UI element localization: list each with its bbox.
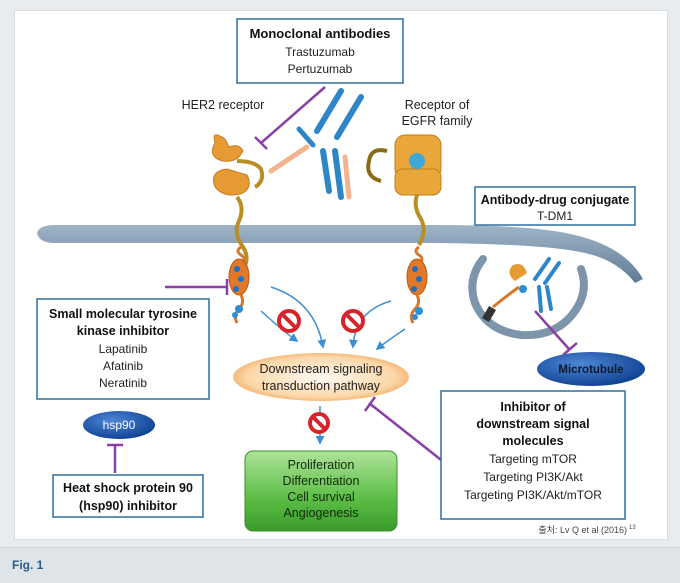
no-entry-icon (308, 412, 330, 434)
drug-lapatinib: Lapatinib (99, 342, 148, 356)
source-caption: 출처: Lv Q et al (2016) (538, 524, 627, 535)
target-pi3k-akt: Targeting PI3K/Akt (483, 470, 583, 484)
signal-dot (232, 312, 238, 318)
drug-neratinib: Neratinib (99, 376, 147, 390)
endosome-vesicle (468, 255, 588, 340)
egfr-label-line1: Receptor of (405, 98, 470, 112)
diagram-svg: Monoclonal antibodies Trastuzumab Pertuz… (36, 18, 645, 535)
tki-title-2: kinase inhibitor (77, 324, 170, 338)
no-entry-icon (341, 309, 365, 333)
no-entry-icon (277, 309, 301, 333)
pathway-label-1: Downstream signaling (260, 362, 383, 376)
hsp-inhibitor-title-2: (hsp90) inhibitor (79, 499, 177, 513)
inhibit-line-antibody (260, 86, 326, 144)
adc-box: Antibody-drug conjugate T-DM1 (474, 186, 636, 226)
inhibit-bar-downstream (363, 396, 377, 412)
signal-dot (412, 314, 418, 320)
signal-arrow-left-2 (270, 286, 327, 349)
figure-panel: Monoclonal antibodies Trastuzumab Pertuz… (14, 10, 668, 540)
hsp90-ellipse: hsp90 (83, 411, 155, 439)
drug-trastuzumab: Trastuzumab (285, 45, 355, 59)
target-mtor: Targeting mTOR (489, 452, 577, 466)
microtubule-label: Microtubule (558, 364, 623, 376)
hsp90-label: hsp90 (103, 418, 136, 432)
inhibit-bar-antibody (254, 136, 268, 150)
adc-internalized (482, 257, 561, 323)
hsp-inhibitor-title-1: Heat shock protein 90 (63, 481, 193, 495)
monoclonal-title: Monoclonal antibodies (250, 26, 391, 41)
hsp90-inhibitor-box: Heat shock protein 90 (hsp90) inhibitor (52, 474, 204, 518)
tki-box: Small molecular tyrosine kinase inhibito… (36, 298, 210, 400)
outcome-angiogenesis: Angiogenesis (283, 506, 358, 520)
drug-afatinib: Afatinib (103, 359, 143, 373)
drug-pertuzumab: Pertuzumab (288, 62, 353, 76)
egfr-receptor (366, 134, 442, 324)
pathway-label-2: transduction pathway (262, 379, 381, 393)
downstream-inhibitor-box: Inhibitor of downstream signal molecules… (440, 390, 626, 520)
inhibit-bar-adc (562, 342, 578, 356)
downstream-title-2: downstream signal (476, 417, 589, 431)
downstream-pathway: Downstream signaling transduction pathwa… (233, 353, 409, 401)
antibody-trastuzumab (268, 88, 364, 200)
signal-arrow-right-2 (375, 328, 406, 351)
her2-label: HER2 receptor (182, 98, 265, 112)
inhibit-line-downstream (368, 402, 446, 464)
adc-title: Antibody-drug conjugate (481, 193, 630, 207)
outcome-cell-survival: Cell survival (287, 490, 354, 504)
egfr-label-line2: EGFR family (402, 114, 474, 128)
tki-title-1: Small molecular tyrosine (49, 307, 197, 321)
her2-receptor (211, 134, 265, 324)
outcome-proliferation: Proliferation (288, 458, 355, 472)
target-pi3k-akt-mtor: Targeting PI3K/Akt/mTOR (464, 488, 602, 502)
downstream-title-1: Inhibitor of (500, 400, 566, 414)
downstream-title-3: molecules (502, 434, 563, 448)
inhibit-line-adc (534, 310, 570, 350)
cell-membrane (37, 225, 643, 283)
microtubule-ellipse: Microtubule (537, 352, 645, 386)
outcomes-box: Proliferation Differentiation Cell survi… (244, 450, 398, 532)
figure-label: Fig. 1 (12, 558, 44, 572)
monoclonal-antibodies-box: Monoclonal antibodies Trastuzumab Pertuz… (236, 18, 404, 84)
figure-caption-bar: Fig. 1 (0, 547, 680, 583)
outcome-differentiation: Differentiation (283, 474, 360, 488)
adc-drug: T-DM1 (537, 209, 573, 223)
source-reference-number: 13 (629, 525, 636, 531)
